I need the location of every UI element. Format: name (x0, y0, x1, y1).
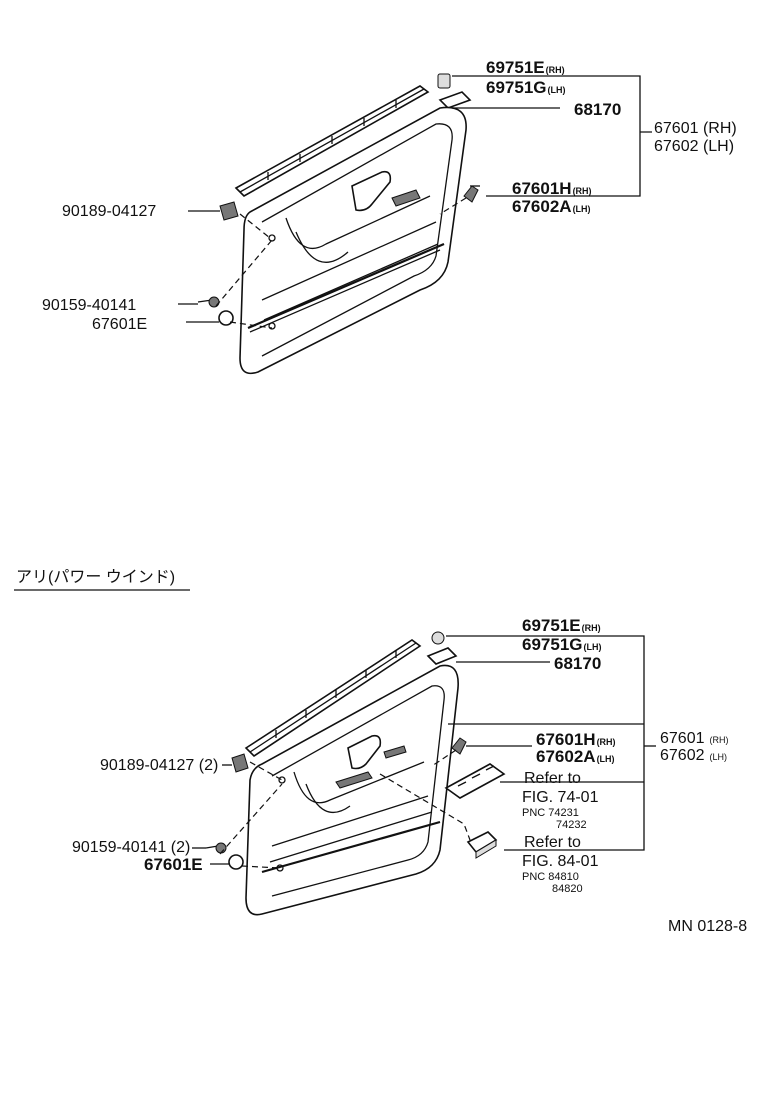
bottom-ref2-line1: Refer to (524, 834, 581, 851)
bottom-ref2-line2: FIG. 84-01 (522, 853, 599, 870)
bottom-door-trim-board (245, 664, 459, 916)
bottom-ref1-line2: FIG. 74-01 (522, 789, 599, 806)
top-door-trim-board (239, 106, 467, 375)
top-clip-90189 (219, 201, 239, 221)
top-moulding-strip (234, 85, 430, 197)
top-label-moulding-lh: 69751G(LH) (486, 78, 566, 97)
bottom-ref2-pnc1: PNC 84810 (522, 871, 579, 883)
top-label-weatherstrip: 68170 (574, 100, 621, 119)
top-label-assy-lh: 67602 (LH) (654, 138, 734, 155)
window-switch (444, 763, 506, 799)
bottom-label-weatherstrip: 68170 (554, 654, 601, 673)
top-assembly (178, 73, 652, 375)
bottom-ref1-pnc1: PNC 74231 (522, 807, 579, 819)
top-bracket (438, 91, 472, 109)
bottom-moulding-clip (431, 631, 445, 645)
bottom-label-moulding-lh: 69751G(LH) (522, 635, 602, 654)
bottom-clip-90189 (231, 753, 249, 773)
bottom-ref1-line1: Refer to (524, 770, 581, 787)
bottom-cap-67601E (228, 854, 244, 870)
figure-id: MN 0128-8 (668, 918, 747, 935)
bottom-ref2-pnc2: 84820 (552, 883, 583, 895)
bottom-label-moulding-rh: 69751E(RH) (522, 616, 601, 635)
top-moulding-clip (437, 73, 451, 89)
bottom-label-assy-lh: 67602(LH) (660, 747, 727, 764)
bottom-bracket (426, 647, 458, 665)
bottom-label-screw: 90159-40141 (2) (72, 839, 190, 856)
section-title: アリ(パワー ウインド) (16, 568, 175, 586)
bottom-label-cap: 67601E (144, 855, 203, 874)
top-label-board-rh: 67601H(RH) (512, 179, 592, 198)
top-label-assy-rh: 67601 (RH) (654, 120, 737, 137)
bottom-label-clip: 90189-04127 (2) (100, 757, 218, 774)
top-cap-67601E (218, 310, 234, 326)
bottom-ref1-pnc2: 74232 (556, 819, 587, 831)
bottom-label-board-rh: 67601H(RH) (536, 730, 616, 749)
courtesy-lamp (466, 831, 498, 859)
bottom-moulding-strip (244, 639, 422, 758)
top-label-board-lh: 67602A(LH) (512, 197, 591, 216)
bottom-assembly (192, 631, 656, 916)
top-label-cap: 67601E (92, 316, 147, 333)
top-label-screw: 90159-40141 (42, 297, 136, 314)
top-label-moulding-rh: 69751E(RH) (486, 58, 565, 77)
bottom-label-assy-rh: 67601(RH) (660, 730, 729, 747)
top-clip-right (463, 185, 479, 203)
top-label-clip: 90189-04127 (62, 203, 156, 220)
bottom-label-board-lh: 67602A(LH) (536, 747, 615, 766)
